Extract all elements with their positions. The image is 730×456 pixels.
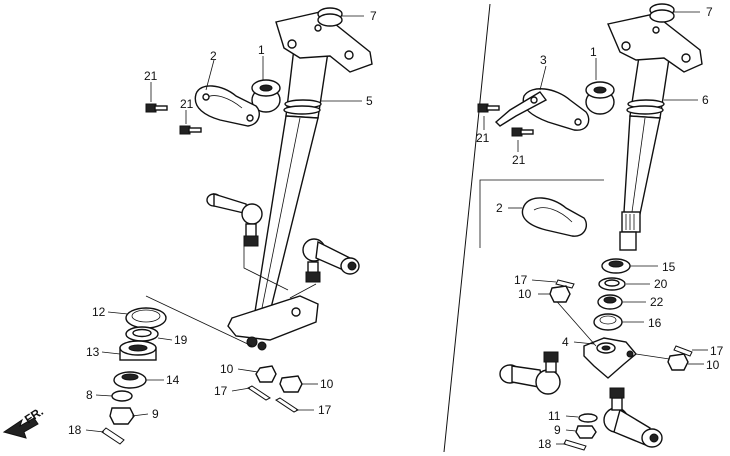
- callout-16-right: 16: [648, 316, 662, 330]
- callout-11-right: 11: [548, 409, 561, 423]
- bearing-22-right: [597, 294, 623, 310]
- bearing-15-right: [601, 258, 631, 274]
- pin-17-right-a: [555, 279, 575, 289]
- bolt-21-right-a: [477, 103, 500, 113]
- pin-17-right-b: [673, 345, 693, 357]
- callout-10-right-a: 10: [518, 287, 532, 301]
- callout-15-right: 15: [662, 260, 676, 274]
- steering-shaft-right: [607, 13, 703, 251]
- callout-13-left: 13: [86, 345, 100, 359]
- seal-16-right: [593, 313, 623, 331]
- holder-2-right: [521, 197, 588, 237]
- nut-10-left-a: [255, 365, 277, 383]
- callout-17-left-a: 17: [214, 384, 228, 398]
- callout-10-left-a: 10: [220, 362, 234, 376]
- washer-8-left: [111, 390, 133, 402]
- callout-7-right: 7: [706, 5, 713, 19]
- cap-7-right: [649, 3, 675, 23]
- callout-20-right: 20: [654, 277, 668, 291]
- callout-4-right: 4: [562, 335, 569, 349]
- ring-19-left: [125, 326, 159, 342]
- callout-18-left: 18: [68, 423, 82, 437]
- callout-17-left-b: 17: [318, 403, 332, 417]
- nut-9-left: [109, 407, 135, 425]
- cap-7-left: [317, 7, 343, 27]
- bushing-1-right: [585, 81, 615, 115]
- callout-8-left: 8: [86, 388, 93, 402]
- left-callouts: 7 2 1 21 21 5 12 19 13 14 8 9 18: [68, 9, 377, 437]
- callout-18-right: 18: [538, 437, 552, 451]
- callout-12-left: 12: [92, 305, 106, 319]
- callout-10-right-b: 10: [706, 358, 720, 372]
- callout-21-left-a: 21: [144, 69, 158, 83]
- front-arrow: FR.: [2, 404, 46, 439]
- callout-1-left: 1: [258, 43, 265, 57]
- cotter-18-right: [563, 439, 587, 451]
- cotter-18-left: [101, 427, 125, 445]
- callout-2-left: 2: [210, 49, 217, 63]
- steering-arm-4-right: [583, 337, 637, 379]
- callout-21-right-b: 21: [512, 153, 526, 167]
- callout-2-right: 2: [496, 201, 503, 215]
- bushing-1-left: [251, 79, 281, 113]
- tie-rod-end-right-b: [603, 387, 663, 448]
- callout-14-left: 14: [166, 373, 180, 387]
- nut-9-right: [575, 425, 597, 439]
- seal-12-left: [125, 307, 167, 329]
- callout-9-right: 9: [554, 423, 561, 437]
- callout-17-right-b: 17: [710, 344, 724, 358]
- left-assembly: FR. 7 2 1 21 21 5 12 19 13 14 8: [2, 7, 377, 445]
- tie-rod-end-left-b: [302, 238, 360, 283]
- right-assembly: 7 1 3 6 21 21 2 15 17 20 10 22 1: [476, 3, 724, 451]
- holder-3-right: [494, 88, 590, 131]
- callout-21-right-a: 21: [476, 131, 490, 145]
- bolt-21-left-b: [179, 125, 202, 135]
- pin-17-left-a: [247, 385, 271, 401]
- callout-3-right: 3: [540, 53, 547, 67]
- callout-1-right: 1: [590, 45, 597, 59]
- nut-10-right-a: [549, 285, 571, 303]
- callout-17-right-a: 17: [514, 273, 528, 287]
- callout-10-left-b: 10: [320, 377, 334, 391]
- callout-9-left: 9: [152, 407, 159, 421]
- callout-7-left: 7: [370, 9, 377, 23]
- callout-6-right: 6: [702, 93, 709, 107]
- diagram-divider: [443, 3, 491, 453]
- right-callouts: 7 1 3 6 21 21 2 15 17 20 10 22 1: [476, 5, 724, 451]
- steering-shaft-left: [227, 11, 373, 351]
- callout-22-right: 22: [650, 295, 664, 309]
- bolt-21-left-a: [145, 103, 168, 113]
- ring-20-right: [598, 277, 626, 291]
- tie-rod-end-right-a: [499, 351, 561, 395]
- holder-2-left: [194, 85, 260, 127]
- tie-rod-end-left-a: [206, 193, 263, 247]
- callout-5-left: 5: [366, 94, 373, 108]
- callout-21-left-b: 21: [180, 97, 194, 111]
- bearing-14-left: [113, 371, 147, 389]
- pin-17-left-b: [275, 397, 299, 413]
- bolt-21-right-b: [511, 127, 534, 137]
- washer-11-right: [578, 413, 598, 423]
- callout-19-left: 19: [174, 333, 188, 347]
- bearing-13-left: [119, 340, 157, 361]
- nut-10-right-b: [667, 353, 689, 371]
- nut-10-left-b: [279, 375, 303, 393]
